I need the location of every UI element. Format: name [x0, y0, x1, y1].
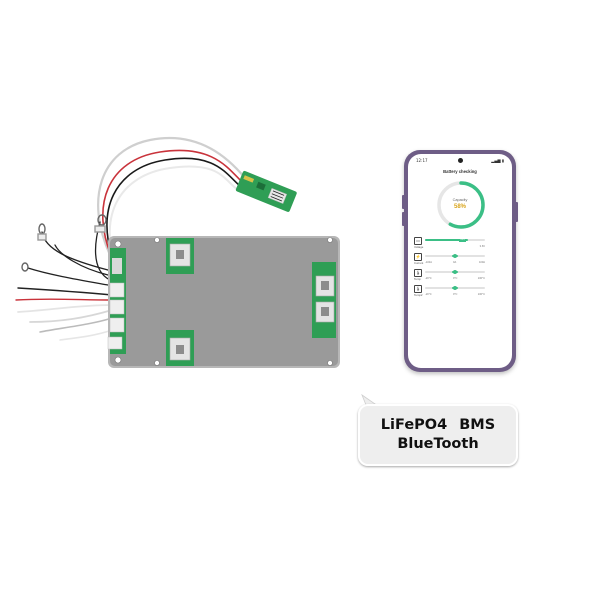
- metric-label: Voltage: [414, 245, 424, 249]
- metric-max: 100°C: [477, 293, 485, 296]
- metric-slider[interactable]: -100A 0A 100A: [425, 254, 485, 264]
- camera-notch: [457, 158, 463, 163]
- metric-min: -20°C: [425, 277, 432, 280]
- capacity-label: Capacity: [452, 198, 468, 202]
- metric-mid: 0°C: [453, 293, 458, 296]
- metric-slider[interactable]: -20°C 0°C 100°C: [425, 270, 485, 280]
- metric-tip: 3.2V: [459, 238, 466, 242]
- metric-label: Current: [414, 261, 424, 265]
- thermometer-icon: 🌡: [414, 269, 422, 277]
- capacity-arc: [437, 181, 485, 229]
- metric-fill: [425, 239, 469, 241]
- battery-icon: ▭: [414, 237, 422, 245]
- capacity-value: 58%: [453, 204, 466, 210]
- metric-label: Temp2: [414, 293, 423, 297]
- metric-max: 3.6V: [479, 245, 485, 248]
- metric-slider[interactable]: -20°C 0°C 100°C: [425, 286, 485, 296]
- metric-knob[interactable]: [453, 286, 457, 290]
- metric-mid: 0°C: [453, 277, 458, 280]
- metric-min: -100A: [425, 261, 432, 264]
- metric-knob[interactable]: [453, 254, 457, 258]
- metric-slider[interactable]: 3.2V 3.6V: [425, 238, 485, 248]
- metric-max: 100A: [478, 261, 485, 264]
- status-time: 12:17: [416, 158, 428, 163]
- ring-terminal-icon: [21, 214, 107, 272]
- bms-board: [107, 236, 340, 368]
- bluetooth-module: [235, 170, 297, 212]
- metric-label: Temp: [414, 277, 421, 281]
- status-bar: 12:17 ▂▄▆ ▮: [416, 158, 504, 163]
- capacity-ring: [437, 181, 485, 229]
- product-label-line1: LiFePO4 BMS: [380, 417, 496, 433]
- thermometer-icon: 🌡: [414, 285, 422, 293]
- app-title: Battery checking: [443, 169, 477, 174]
- product-label-line2: BlueTooth: [397, 436, 479, 452]
- status-icons: ▂▄▆ ▮: [491, 158, 504, 163]
- current-icon: ⚡: [414, 253, 422, 261]
- metric-mid: 0A: [453, 261, 457, 264]
- app-metric-row: 🌡Temp -20°C 0°C 100°C: [414, 269, 506, 287]
- metric-max: 100°C: [477, 277, 485, 280]
- smartphone: 12:17 ▂▄▆ ▮ Battery checking Capacity 58…: [402, 150, 518, 372]
- app-metric-row: ▭Voltage 3.2V 3.6V: [414, 237, 506, 255]
- app-metric-row: ⚡Current-100A 0A 100A: [414, 253, 506, 271]
- app-screen: 12:17 ▂▄▆ ▮ Battery checking Capacity 58…: [408, 154, 512, 368]
- product-label-bubble: LiFePO4 BMS BlueTooth: [358, 404, 518, 466]
- metric-min: -20°C: [425, 293, 432, 296]
- app-metric-row: 🌡Temp2-20°C 0°C 100°C: [414, 285, 506, 303]
- metric-knob[interactable]: [453, 270, 457, 274]
